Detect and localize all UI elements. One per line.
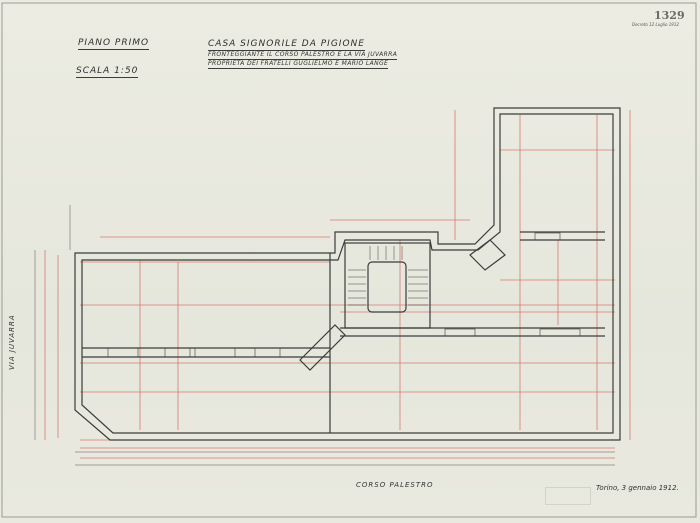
drawing-subtitle-2: PROPRIETÀ DEI FRATELLI GUGLIELMO E MARIO… bbox=[208, 60, 389, 69]
scale-label: SCALA 1:50 bbox=[76, 66, 139, 78]
sheet-number: 1329 bbox=[654, 9, 685, 22]
walls bbox=[74, 107, 621, 441]
floor-label: PIANO PRIMO bbox=[78, 38, 150, 50]
stair-treads bbox=[348, 246, 428, 306]
sheet-number-note: Decreto 12 Luglio 1912 bbox=[632, 22, 679, 27]
faded-stamp bbox=[545, 487, 591, 505]
drawing-title: CASA SIGNORILE DA PIGIONE bbox=[208, 39, 365, 51]
dimension-lines-black bbox=[34, 205, 615, 466]
street-label-bottom: CORSO PALESTRO bbox=[356, 481, 434, 489]
street-label-left: VIA JUVARRA bbox=[8, 314, 16, 370]
fixtures bbox=[107, 232, 581, 358]
dimension-lines-red bbox=[44, 110, 631, 459]
drawing-subtitle-1: FRONTEGGIANTE IL CORSO PALESTRO E LA VIA… bbox=[208, 51, 398, 60]
place-date: Torino, 3 gennaio 1912. bbox=[596, 484, 679, 492]
